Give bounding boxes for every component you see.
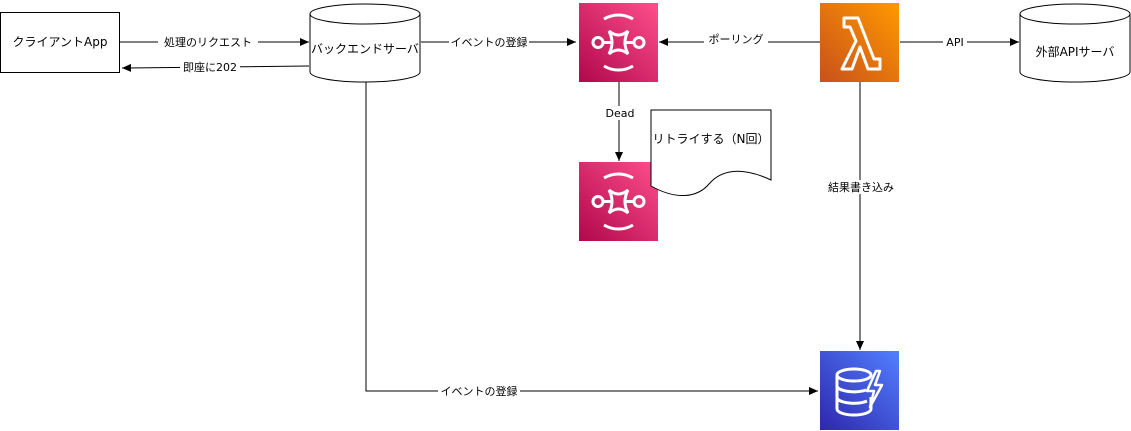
external-api-label: 外部APIサーバ <box>1036 44 1115 59</box>
edge-label-write-result: 結果書き込み <box>828 180 894 194</box>
retry-note: リトライする（N回） <box>650 109 772 197</box>
edge-label-register-event-db: イベントの登録 <box>441 384 518 398</box>
edge-register-event-db: イベントの登録 <box>365 82 818 398</box>
edge-register-event-sqs: イベントの登録 <box>421 35 576 49</box>
edge-write-result: 結果書き込み <box>823 82 899 350</box>
external-api-node: 外部APIサーバ <box>1019 3 1131 83</box>
edge-request: 処理のリクエスト <box>120 35 309 49</box>
edge-api: API <box>900 35 1019 49</box>
edge-immediate: 即座に202 <box>121 60 310 74</box>
edge-label-api: API <box>946 36 963 49</box>
edge-label-register-event-sqs: イベントの登録 <box>451 35 528 49</box>
backend-node: バックエンドサーバ <box>309 3 421 83</box>
dynamodb-icon <box>820 351 899 430</box>
edge-dead: Dead <box>603 82 637 161</box>
edge-label-polling: ポーリング <box>709 32 764 46</box>
edge-polling: ポーリング <box>659 32 820 46</box>
edge-label-dead: Dead <box>606 107 635 120</box>
backend-label: バックエンドサーバ <box>311 42 419 56</box>
edge-label-request: 処理のリクエスト <box>164 36 252 49</box>
sqs-dead-letter-queue-icon <box>579 162 658 241</box>
retry-note-label: リトライする（N回） <box>653 132 770 146</box>
client-node: クライアントApp <box>0 12 120 73</box>
sqs-queue-icon <box>579 3 658 82</box>
edge-label-immediate: 即座に202 <box>183 60 237 74</box>
lambda-icon <box>820 3 899 82</box>
client-label: クライアントApp <box>13 35 108 49</box>
